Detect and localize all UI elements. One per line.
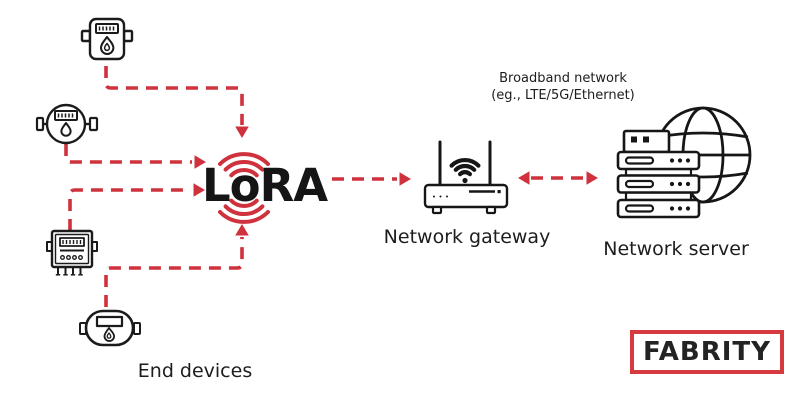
server-globe-icon [616, 106, 752, 219]
connector-electricity-to-lora [68, 188, 191, 231]
arrowhead-left-icon [518, 171, 530, 185]
water-meter-icon [35, 103, 99, 145]
connector-water-to-lora [64, 144, 192, 164]
fabrity-logo: FABRITY [630, 330, 784, 374]
lora-radio-waves-icon [218, 152, 270, 224]
wifi-router-icon [423, 140, 509, 215]
heat-meter-icon [79, 309, 141, 347]
connector-gas-to-lora [104, 66, 244, 125]
wifi-icon [449, 158, 481, 177]
arrowhead-down-icon [235, 126, 249, 138]
fabrity-logo-text: FABRITY [643, 337, 771, 367]
flame-glyph [100, 36, 115, 55]
arrowhead-right-icon [194, 155, 206, 169]
broadband-network-line1: Broadband network [499, 71, 627, 86]
broadband-network-label: Broadband network (eg., LTE/5G/Ethernet) [468, 71, 658, 105]
arrowhead-up-icon [235, 224, 249, 236]
network-gateway-label: Network gateway [383, 226, 551, 248]
lora-logo: LoRA [202, 152, 329, 224]
arrowhead-right-icon [193, 183, 205, 197]
flame-glyph [103, 327, 115, 342]
droplet-glyph [60, 122, 72, 137]
lora-logo-text: LoRA [202, 159, 328, 212]
network-server-label: Network server [603, 238, 749, 260]
arrowhead-right-icon [586, 171, 598, 185]
broadband-network-line2: (eg., LTE/5G/Ethernet) [491, 87, 635, 103]
gas-meter-icon [80, 17, 134, 61]
arrowhead-right-icon [399, 172, 411, 186]
electricity-meter-icon [46, 229, 98, 276]
end-devices-label: End devices [137, 360, 253, 382]
connector-heat-to-lora [104, 237, 244, 307]
